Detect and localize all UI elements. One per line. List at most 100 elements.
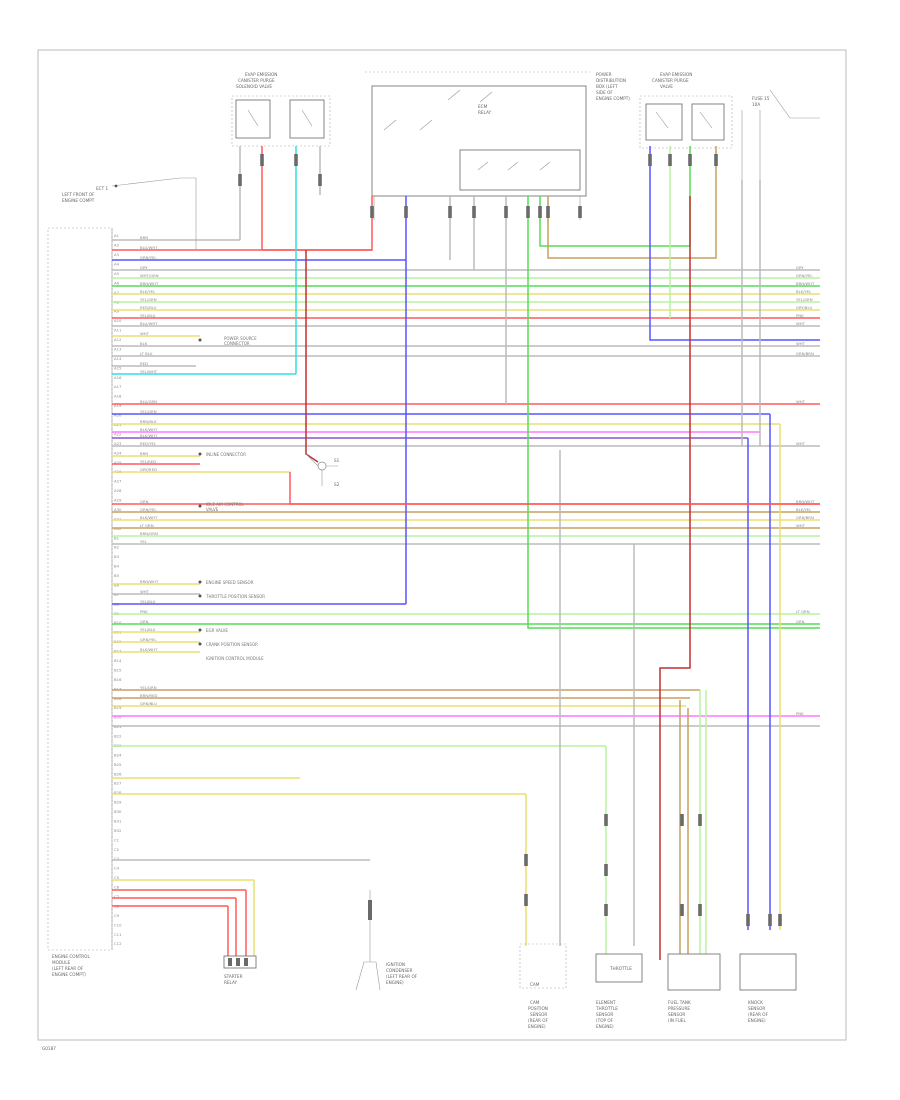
wire-color-label: BRN/GRN xyxy=(140,531,158,536)
pin-label: A11 xyxy=(114,328,122,333)
tl-box-label-3: SOLENOID VALVE xyxy=(236,84,272,89)
wire-color-label: YEL/BLU xyxy=(140,599,156,604)
tr-box-label-1: EVAP EMISSION xyxy=(660,72,692,77)
right-wire-label: GRN/BRN xyxy=(796,515,814,520)
tm-label-1: ECM xyxy=(478,104,488,109)
cond-label-1: IGNITION xyxy=(386,962,405,967)
pin-label: A18 xyxy=(114,394,122,399)
cam-label-5: ENGINE) xyxy=(528,1024,546,1029)
connector-pin xyxy=(604,904,608,916)
pin-label: C9 xyxy=(114,913,120,918)
pin-label: B10 xyxy=(114,620,122,625)
pin-label: A19 xyxy=(114,403,122,408)
wire-color-label: BLK xyxy=(140,341,148,346)
pin-label: A3 xyxy=(114,252,120,257)
pin-label: B20 xyxy=(114,715,122,720)
pin-label: A10 xyxy=(114,318,122,323)
ftp-label-2: PRESSURE xyxy=(668,1006,690,1011)
tl-box-label-2: CANISTER PURGE xyxy=(238,78,275,83)
wire-color-label: RED xyxy=(140,361,148,366)
wire-color-label: RED/YEL xyxy=(140,441,157,446)
connector-pin xyxy=(538,206,542,218)
pin-label: B17 xyxy=(114,686,122,691)
connector-pin xyxy=(698,904,702,916)
rsn-4: SIDE OF xyxy=(596,90,613,95)
connector-pin xyxy=(668,154,672,166)
right-wire-label: GRY xyxy=(796,265,804,270)
rsn-5: ENGINE COMPT) xyxy=(596,96,630,101)
connector-pin xyxy=(318,174,322,186)
wire-color-label: GRN xyxy=(140,499,149,504)
knock-label-2: SENSOR xyxy=(748,1006,765,1011)
wire-color-label: YEL/RED xyxy=(140,459,156,464)
pin-label: B27 xyxy=(114,781,122,786)
connector-pin xyxy=(714,154,718,166)
right-wire-label: GRY/BLU xyxy=(796,305,812,310)
cam-label-3: SENSOR xyxy=(530,1012,547,1017)
pin-label: B2 xyxy=(114,545,120,550)
connector-pin xyxy=(604,864,608,876)
harness-trace xyxy=(261,146,373,251)
pin-label: B26 xyxy=(114,771,122,776)
wire-color-label: BRN xyxy=(140,451,148,456)
wire-color-label: BRN/BLK xyxy=(140,419,157,424)
note-3: ENGINE SPEED SENSOR xyxy=(206,580,254,585)
wire-color-label: BRN/RED xyxy=(140,693,157,698)
pin-label: A20 xyxy=(114,413,122,418)
right-wire-label: WHT xyxy=(796,441,806,446)
wire-color-label: WHT xyxy=(140,589,150,594)
harness-trace xyxy=(547,146,717,259)
pin-label: B24 xyxy=(114,752,122,757)
throttle-inner: THROTTLE xyxy=(609,966,632,971)
pin-label: A25 xyxy=(114,460,122,465)
knock-sensor xyxy=(739,953,797,991)
connector-pin xyxy=(680,904,684,916)
connector-pin xyxy=(370,206,374,218)
wire-color-label: GRY xyxy=(140,265,148,270)
pin-label: B6 xyxy=(114,582,120,587)
figure-code: G0187 xyxy=(42,1046,56,1051)
wire-color-label: GRN/YEL xyxy=(140,507,157,512)
harness-trace xyxy=(527,196,820,629)
pin-label: A4 xyxy=(114,262,120,267)
ect-label-3: ENGINE COMPT xyxy=(62,198,95,203)
pin-label: B14 xyxy=(114,658,122,663)
ecm-label-2: MODULE xyxy=(52,960,71,965)
note-1: INLINE CONNECTOR xyxy=(206,452,246,457)
rsn-2: DISTRIBUTION xyxy=(596,78,626,83)
right-wire-label: WHT xyxy=(796,321,806,326)
rsn-1: POWER xyxy=(596,72,612,77)
knock-label-1: KNOCK xyxy=(748,1000,763,1005)
pin-label: B15 xyxy=(114,667,122,672)
pin-label: A7 xyxy=(114,290,120,295)
pin-label: B22 xyxy=(114,734,122,739)
cond-label-2: CONDENSER xyxy=(386,968,413,973)
note-2a: IDLE AIR CONTROL xyxy=(206,502,245,507)
connector-pin xyxy=(524,854,528,866)
rsn-3: BOX (LEFT xyxy=(596,84,618,89)
pin-label: B13 xyxy=(114,649,122,654)
pin-label: A23 xyxy=(114,441,122,446)
right-wire-label: YEL/GRN xyxy=(796,297,813,302)
note-4: THROTTLE POSITION SENSOR xyxy=(205,594,265,599)
cond-label-3: (LEFT REAR OF xyxy=(386,974,418,979)
connector-pin xyxy=(768,914,772,926)
wire-color-label: BRN/WHT xyxy=(140,281,159,286)
note-0a: POWER SOURCE xyxy=(224,336,257,341)
bottom-components: STARTER RELAY IGNITION CONDENSER (LEFT R… xyxy=(223,890,797,1029)
fuel-tank-sensor xyxy=(667,953,721,991)
thr-label-3: SENSOR xyxy=(596,1012,613,1017)
cam-label-2: POSITION xyxy=(528,1006,548,1011)
splice-s2: S2 xyxy=(334,482,340,487)
pin-label: A27 xyxy=(114,479,122,484)
right-wire-label: BLK/YEL xyxy=(796,289,812,294)
connector-pin xyxy=(546,206,550,218)
ftp-label-3: SENSOR xyxy=(668,1012,685,1017)
connector-pin xyxy=(504,206,508,218)
connector-pin xyxy=(526,206,530,218)
wire-color-label: YEL/GRN xyxy=(140,297,157,302)
connector-pin xyxy=(746,914,750,926)
wire-color-label: YEL/BLU xyxy=(140,313,156,318)
fuse-label-1: FUSE 15 xyxy=(752,96,770,101)
